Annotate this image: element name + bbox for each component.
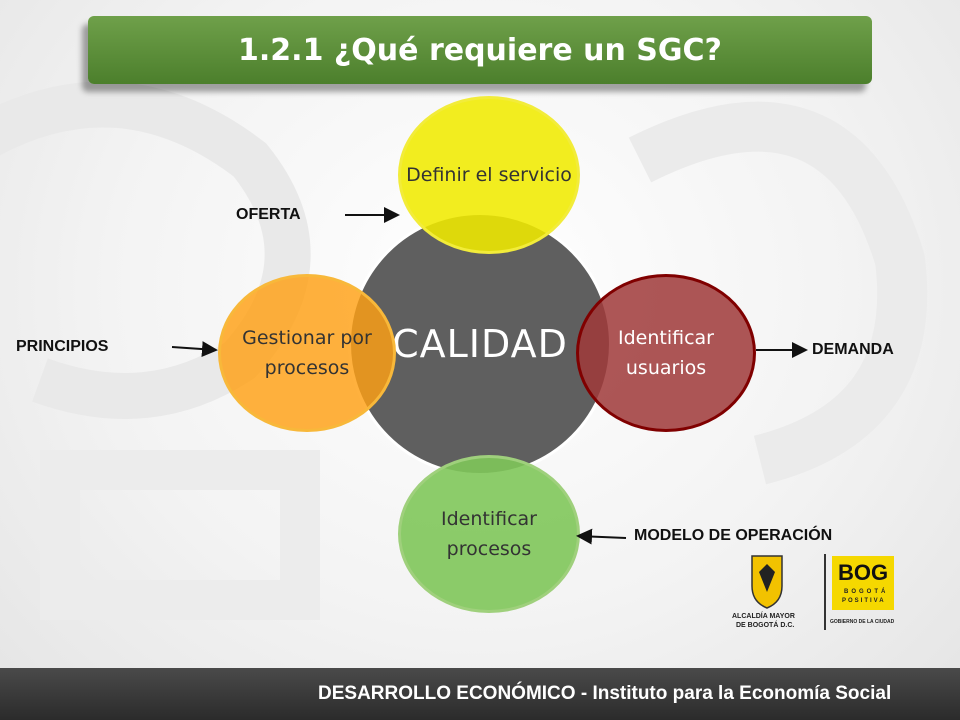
node-left-label: Gestionar por procesos [242, 327, 372, 379]
bog-badge-icon [832, 556, 894, 610]
footer-text: DESARROLLO ECONÓMICO - Instituto para la… [318, 683, 892, 704]
node-identificar-usuarios: Identificar usuarios [576, 274, 756, 432]
label-modelo-operacion: MODELO DE OPERACIÓN [634, 527, 833, 544]
bogota-logo-graphic [751, 554, 894, 630]
node-gestionar-procesos: Gestionar por procesos [218, 274, 396, 432]
logo-alcaldia-line1: ALCALDÍA MAYOR [732, 613, 795, 620]
label-principios: PRINCIPIOS [16, 338, 109, 355]
label-oferta: OFERTA [236, 206, 301, 223]
label-demanda: DEMANDA [812, 341, 894, 358]
node-definir-servicio: Definir el servicio [398, 96, 580, 254]
node-right-label: Identificar usuarios [618, 327, 714, 379]
logo-gobierno: GOBIERNO DE LA CIUDAD [830, 619, 895, 625]
center-label: CALIDAD [392, 322, 568, 366]
node-top-label: Definir el servicio [406, 164, 572, 186]
arrow-modelo [576, 528, 627, 545]
logo-bogota: BOGOTÁ [844, 589, 889, 595]
node-bottom-label: Identificar procesos [441, 508, 537, 560]
footer-bar: DESARROLLO ECONÓMICO - Instituto para la… [0, 668, 960, 720]
bogota-logo: ALCALDÍA MAYOR DE BOGOTÁ D.C. BOG BOGOTÁ… [732, 552, 902, 632]
logo-bog-text: BOG [838, 560, 889, 585]
logo-positiva: POSITIVA [842, 598, 886, 604]
logo-alcaldia-line2: DE BOGOTÁ D.C. [736, 622, 795, 629]
page-title: 1.2.1 ¿Qué requiere un SGC? [238, 32, 722, 68]
arrow-principios [171, 341, 218, 358]
title-banner: 1.2.1 ¿Qué requiere un SGC? [88, 16, 872, 84]
